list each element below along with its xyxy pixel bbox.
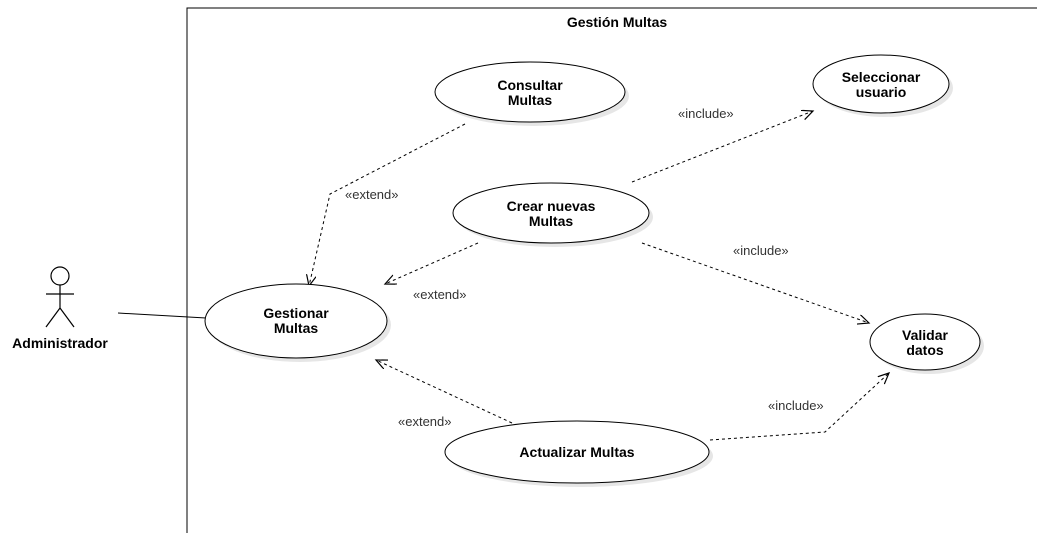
use-case-label-line1: Actualizar Multas — [519, 444, 634, 460]
use-case-ellipse — [434, 61, 626, 123]
use-case-ellipse — [452, 182, 650, 244]
use-case-label-line2: Multas — [508, 92, 553, 108]
use-case-consultar[interactable]: Consultar Multas — [434, 61, 629, 126]
use-case-seleccionar[interactable]: Seleccionar usuario — [812, 54, 953, 117]
include-actualizar-validar-line — [709, 373, 889, 441]
use-case-label-line1: Gestionar — [263, 305, 329, 321]
include-label-seleccionar: «include» — [678, 106, 734, 121]
use-case-label-line1: Crear nuevas — [507, 198, 596, 214]
use-case-label-line2: usuario — [856, 84, 907, 100]
extend-consultar-line — [309, 123, 466, 286]
include-label-actualizar-validar: «include» — [768, 398, 824, 413]
actor-administrador[interactable]: Administrador — [12, 266, 108, 351]
extend-crear-line — [385, 242, 479, 284]
include-label-crear-validar: «include» — [733, 243, 789, 258]
use-case-label-line1: Seleccionar — [842, 69, 921, 85]
use-case-ellipse — [812, 54, 950, 114]
use-case-ellipse — [444, 420, 710, 484]
use-case-ellipse — [204, 283, 388, 359]
use-case-label-line1: Validar — [902, 327, 948, 343]
include-crear-validar-line — [641, 242, 869, 323]
use-case-crear[interactable]: Crear nuevas Multas — [452, 182, 653, 247]
include-crear-seleccionar-line — [631, 111, 813, 183]
system-title: Gestión Multas — [567, 14, 668, 30]
use-case-actualizar[interactable]: Actualizar Multas — [444, 420, 713, 487]
actor-right-leg — [59, 307, 75, 328]
extend-label-actualizar: «extend» — [398, 414, 452, 429]
use-case-label-line1: Consultar — [497, 77, 563, 93]
use-case-label-line2: Multas — [529, 213, 574, 229]
use-case-label-line2: datos — [906, 342, 944, 358]
extend-label-consultar: «extend» — [345, 187, 399, 202]
actor-label: Administrador — [12, 335, 108, 351]
extend-actualizar-line — [376, 360, 513, 424]
extend-label-crear: «extend» — [413, 287, 467, 302]
use-case-label-line2: Multas — [274, 320, 319, 336]
use-case-gestionar[interactable]: Gestionar Multas — [204, 283, 391, 362]
actor-head — [50, 266, 70, 286]
use-case-ellipse — [869, 313, 981, 371]
use-case-validar[interactable]: Validar datos — [869, 313, 984, 374]
association-line — [117, 312, 207, 319]
actor-left-leg — [45, 307, 61, 328]
